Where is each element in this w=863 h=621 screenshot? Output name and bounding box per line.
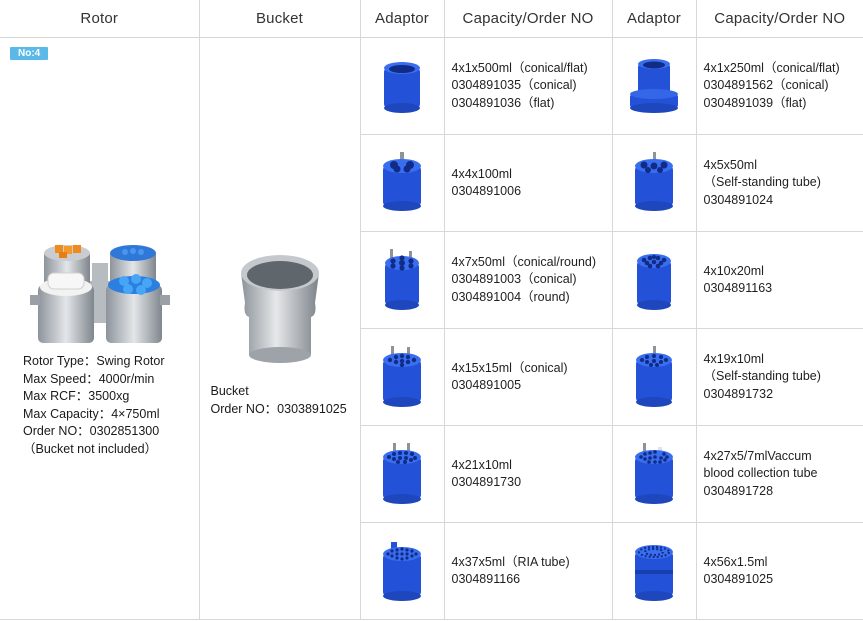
- swing-rotor-image: [30, 245, 170, 343]
- rotor-cell: No:4: [0, 37, 200, 620]
- adaptor-image-cell: [611, 231, 697, 329]
- adaptor-15-hole-image: [383, 346, 421, 407]
- adaptor-image-cell: [359, 37, 445, 135]
- bucket-label: Bucket: [210, 384, 249, 398]
- capacity-line: 0304891035（conical): [451, 78, 577, 93]
- rotor-order-no: Order NO：0302851300: [23, 424, 160, 438]
- rotor-number-badge: No:4: [10, 47, 49, 60]
- table-row: 4x7x50ml（conical/round) 0304891003（conic…: [0, 231, 863, 329]
- capacity-line: 4x7x50ml（conical/round): [451, 254, 597, 269]
- header-capacity-1: Capacity/Order NO: [443, 0, 613, 38]
- capacity-cell: 4x21x10ml 0304891730: [443, 425, 613, 523]
- capacity-cell: 4x27x5/7mlVaccum blood collection tube 0…: [695, 425, 863, 523]
- adaptor-image-cell: [611, 522, 697, 620]
- capacity-line: 4x19x10ml: [703, 351, 764, 366]
- capacity-line: 0304891562（conical): [703, 78, 829, 93]
- header-bucket: Bucket: [198, 0, 361, 38]
- capacity-line: 0304891006: [451, 184, 522, 198]
- capacity-line: 4x56x1.5ml: [703, 554, 768, 569]
- adaptor-image-cell: [360, 231, 445, 329]
- capacity-line: （Self-standing tube): [703, 175, 821, 190]
- bucket-order-no: Order NO：0303891025: [210, 401, 347, 416]
- adaptor-27-hole-image: [635, 443, 673, 504]
- table-row: 4x4x100ml 0304891006 4x5x50ml （Self-stan…: [0, 134, 863, 232]
- capacity-cell: 4x19x10ml （Self-standing tube) 030489173…: [695, 328, 863, 426]
- adaptor-19-hole-image: [636, 346, 672, 407]
- capacity-line: 0304891036（flat): [451, 95, 555, 110]
- capacity-line: 4x4x100ml: [451, 166, 512, 181]
- adaptor-image-cell: [360, 134, 445, 232]
- rotor-max-speed: Max Speed：4000r/min: [23, 371, 155, 386]
- adaptor-10-hole-image: [637, 254, 671, 310]
- bucket-cell: Bucket Order NO：0303891025: [198, 37, 361, 620]
- capacity-line: 4x15x15ml（conical): [451, 360, 568, 375]
- adaptor-250ml-image: [630, 59, 678, 113]
- capacity-line: 4x10x20ml: [703, 263, 764, 278]
- table-row: 4x15x15ml（conical) 0304891005 4x19x10ml …: [0, 328, 863, 426]
- table-row: 4x21x10ml 0304891730 4x27x5/7mlVaccum bl…: [0, 425, 863, 523]
- adaptor-7-hole-image: [385, 249, 419, 310]
- header-capacity-2: Capacity/Order NO: [695, 0, 863, 38]
- header-row: Rotor Bucket Adaptor Capacity/Order NO A…: [0, 0, 863, 38]
- capacity-line: 0304891025: [703, 572, 774, 586]
- adaptor-image-cell: [360, 425, 445, 523]
- rotor-max-capacity: Max Capacity：4×750ml: [23, 406, 160, 421]
- adaptor-image-cell: [611, 328, 697, 426]
- capacity-line: 0304891005: [451, 378, 522, 392]
- capacity-cell: 4x4x100ml 0304891006: [443, 134, 613, 232]
- adaptor-image-cell: [360, 328, 445, 426]
- rotor-max-rcf: Max RCF：3500xg: [23, 389, 130, 403]
- capacity-line: 0304891163: [703, 281, 773, 295]
- capacity-line: 4x21x10ml: [451, 457, 512, 472]
- header-adaptor-2: Adaptor: [611, 0, 697, 38]
- table-row: 4x37x5ml（RIA tube) 0304891166 4x56x1.5ml…: [0, 522, 863, 620]
- capacity-line: 0304891003（conical): [451, 272, 577, 287]
- bucket-info: Bucket Order NO：0303891025: [211, 383, 347, 418]
- capacity-line: 0304891004（round): [451, 289, 570, 304]
- capacity-cell: 4x1x500ml（conical/flat) 0304891035（conic…: [443, 37, 613, 135]
- capacity-line: blood collection tube: [703, 466, 818, 481]
- header-rotor: Rotor: [0, 0, 200, 38]
- rotor-type: Rotor Type：Swing Rotor: [23, 354, 165, 368]
- rotor-note: （Bucket not included）: [23, 441, 158, 456]
- adaptor-image-cell: [611, 425, 697, 523]
- capacity-line: 4x27x5/7mlVaccum: [703, 448, 812, 463]
- bucket-image: [240, 255, 319, 363]
- capacity-line: 0304891024: [703, 192, 774, 207]
- capacity-cell: 4x5x50ml （Self-standing tube) 0304891024: [695, 134, 863, 232]
- capacity-cell: 4x10x20ml 0304891163: [695, 231, 863, 329]
- adaptor-56-hole-image: [635, 545, 673, 601]
- adaptor-4-hole-image: [383, 152, 421, 211]
- adaptor-500ml-image: [384, 62, 420, 113]
- capacity-line: 0304891732: [703, 386, 774, 401]
- adaptor-5-hole-image: [635, 152, 673, 211]
- capacity-line: 0304891730: [451, 475, 522, 489]
- capacity-line: （Self-standing tube): [703, 369, 821, 384]
- capacity-cell: 4x7x50ml（conical/round) 0304891003（conic…: [443, 231, 613, 329]
- capacity-line: 4x1x250ml（conical/flat): [703, 60, 840, 75]
- capacity-line: 0304891039（flat): [703, 95, 807, 110]
- adaptor-21-hole-image: [383, 443, 421, 504]
- capacity-cell: 4x37x5ml（RIA tube) 0304891166: [443, 522, 613, 620]
- capacity-line: 0304891728: [703, 483, 774, 498]
- capacity-line: 0304891166: [451, 572, 521, 586]
- rotor-specs: Rotor Type：Swing Rotor Max Speed：4000r/m…: [23, 353, 165, 458]
- capacity-line: 4x1x500ml（conical/flat): [451, 60, 588, 75]
- adaptor-image-cell: [611, 134, 697, 232]
- capacity-cell: 4x1x250ml（conical/flat) 0304891562（conic…: [695, 37, 863, 135]
- capacity-line: 4x37x5ml（RIA tube): [451, 554, 570, 569]
- header-adaptor-1: Adaptor: [359, 0, 445, 38]
- adaptor-image-cell: [611, 37, 697, 135]
- table-row: No:4: [0, 37, 863, 620]
- capacity-line: 4x5x50ml: [703, 157, 758, 172]
- capacity-cell: 4x15x15ml（conical) 0304891005: [443, 328, 613, 426]
- adaptor-37-hole-image: [383, 542, 421, 601]
- capacity-cell: 4x56x1.5ml 0304891025: [695, 522, 863, 620]
- adaptor-image-cell: [360, 522, 445, 620]
